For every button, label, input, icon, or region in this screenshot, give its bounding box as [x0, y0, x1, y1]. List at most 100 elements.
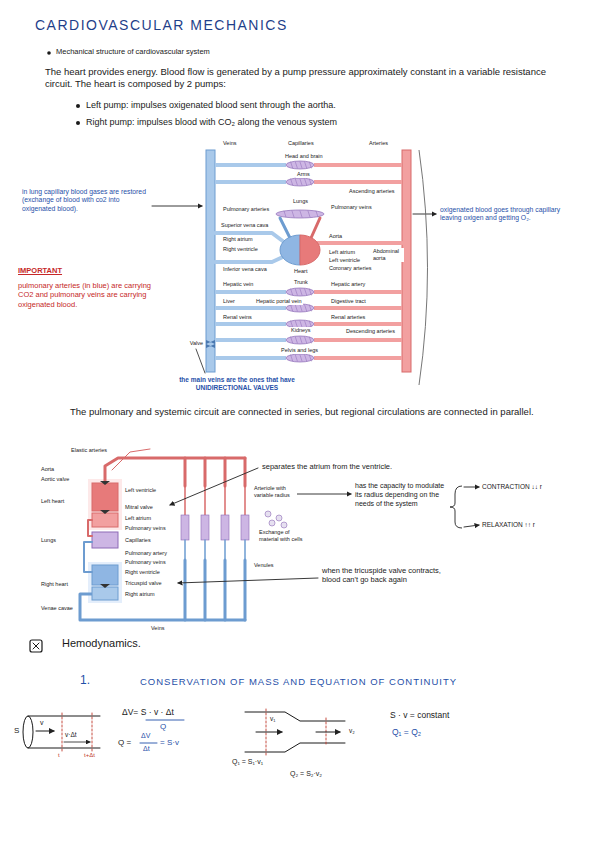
formula: Q₂ = S₂·v₂ [290, 770, 322, 779]
figure-label: Arms [296, 171, 311, 178]
section-heading: Hemodynamics. [62, 637, 141, 651]
left-atrium [92, 513, 118, 527]
capillary-vessel [308, 211, 310, 217]
figure-label: Venules [253, 562, 275, 569]
bullet-text: Right pump: impulses blood with CO₂ alon… [86, 117, 337, 128]
capillary-vessel [291, 289, 293, 295]
capillary-vessel [295, 179, 297, 185]
capillary-bed [286, 354, 314, 362]
cell [265, 511, 271, 517]
valve-symbol [100, 481, 110, 485]
capillary-vessel [305, 289, 307, 295]
distance-arrow [64, 742, 90, 743]
valve-symbol [100, 510, 110, 514]
capillary-vessel [295, 337, 297, 343]
vein-branch [215, 356, 286, 360]
pulmonary-vein [88, 520, 92, 536]
capillary-bed [181, 515, 189, 540]
heart-right [280, 235, 300, 265]
page-title: CARDIOVASCULAR MECHANICS [35, 17, 288, 35]
cell [281, 522, 287, 528]
figure-label: Left atrium [328, 249, 356, 256]
annotation: when the tricuspide valve contracts, blo… [322, 566, 452, 585]
capillary-vessel [316, 211, 318, 217]
formula: Δt [143, 745, 150, 754]
figure-label: Coronary arteries [328, 265, 373, 272]
vein-branch [204, 560, 207, 620]
capillary-vessel [295, 162, 297, 168]
vein-branch [215, 306, 286, 310]
section-icon [30, 640, 42, 652]
capillary-bed [201, 515, 209, 540]
vein-branch [224, 560, 227, 620]
heart-left [300, 235, 320, 265]
capillary-vessel [291, 305, 293, 311]
figure-label: Pulmonary veins [330, 204, 373, 211]
circulation-figure [152, 150, 436, 385]
math-symbol: S [14, 726, 19, 736]
formula: Q [160, 722, 166, 732]
math-symbol: v₂ [349, 727, 355, 735]
capillary-bed [221, 515, 229, 540]
figure-label: Renal veins [222, 314, 253, 321]
note-arrow [413, 214, 436, 215]
figure-label: Superior vena cava [220, 222, 269, 229]
capillary-vessel [300, 162, 302, 168]
formula: = S·v [160, 738, 179, 748]
formula: ΔV= S · v · Δt [122, 707, 174, 718]
capillary-vessel [309, 337, 311, 343]
figure-label: Hepatic portal vein [255, 298, 303, 305]
artery-branch [314, 180, 402, 184]
figure-label: Right ventricle [124, 569, 161, 576]
circuit-figure [80, 449, 479, 620]
vein-branch [215, 180, 286, 184]
figure-label: Exchange of material with cells [258, 529, 304, 543]
figure-label: Right heart [40, 581, 69, 588]
figure-label: Right atrium [124, 591, 156, 598]
brace [450, 486, 462, 528]
capillary-vessel [309, 305, 311, 311]
capillary-vessel [309, 355, 311, 361]
valve-symbol [100, 584, 110, 588]
annotation: has the capacity to modulate its radius … [355, 482, 450, 508]
capillary-vessel [305, 162, 307, 168]
section-bullet: Mechanical structure of cardiovascular s… [56, 47, 210, 56]
capillary-bed [286, 336, 314, 344]
bullet-dot [76, 104, 80, 108]
venule [224, 540, 226, 560]
artery-branch [244, 458, 247, 486]
note-arrow [297, 494, 351, 495]
capillary-vessel [309, 289, 311, 295]
continuity-sketch [23, 709, 345, 755]
capillary-vessel [291, 179, 293, 185]
vein-branch [184, 560, 187, 620]
left-heart-area [88, 479, 122, 530]
time-mark [62, 713, 63, 751]
note-arrow [464, 487, 479, 488]
vein-branch [215, 338, 286, 342]
note-arrow [152, 206, 202, 207]
capillary-vessel [300, 337, 302, 343]
figure-label: Hepatic artery [330, 281, 366, 288]
figure-label: Abdominal aorta [372, 248, 404, 262]
capillary-vessel [309, 179, 311, 185]
vein-branch [215, 322, 286, 326]
figure-label: Heart [293, 268, 308, 275]
figure-label: Renal arteries [330, 314, 366, 321]
formula: Q₁ = S₁·v₁ [232, 758, 263, 767]
artery-branch [314, 338, 402, 342]
figure-label: Lungs [40, 537, 57, 544]
section-icon [33, 643, 39, 649]
time-mark [92, 713, 93, 751]
figure-label: Left heart [40, 498, 65, 505]
capillary-vessel [305, 179, 307, 185]
pulmonary-artery [84, 542, 92, 572]
leader-line [196, 349, 205, 373]
figure-label: Hepatic vein [222, 281, 254, 288]
capillary-vessel [300, 289, 302, 295]
figure-label: Tricuspid valve [124, 580, 162, 587]
velocity-arrow [316, 732, 340, 733]
figure-label: Left atrium [124, 515, 152, 522]
